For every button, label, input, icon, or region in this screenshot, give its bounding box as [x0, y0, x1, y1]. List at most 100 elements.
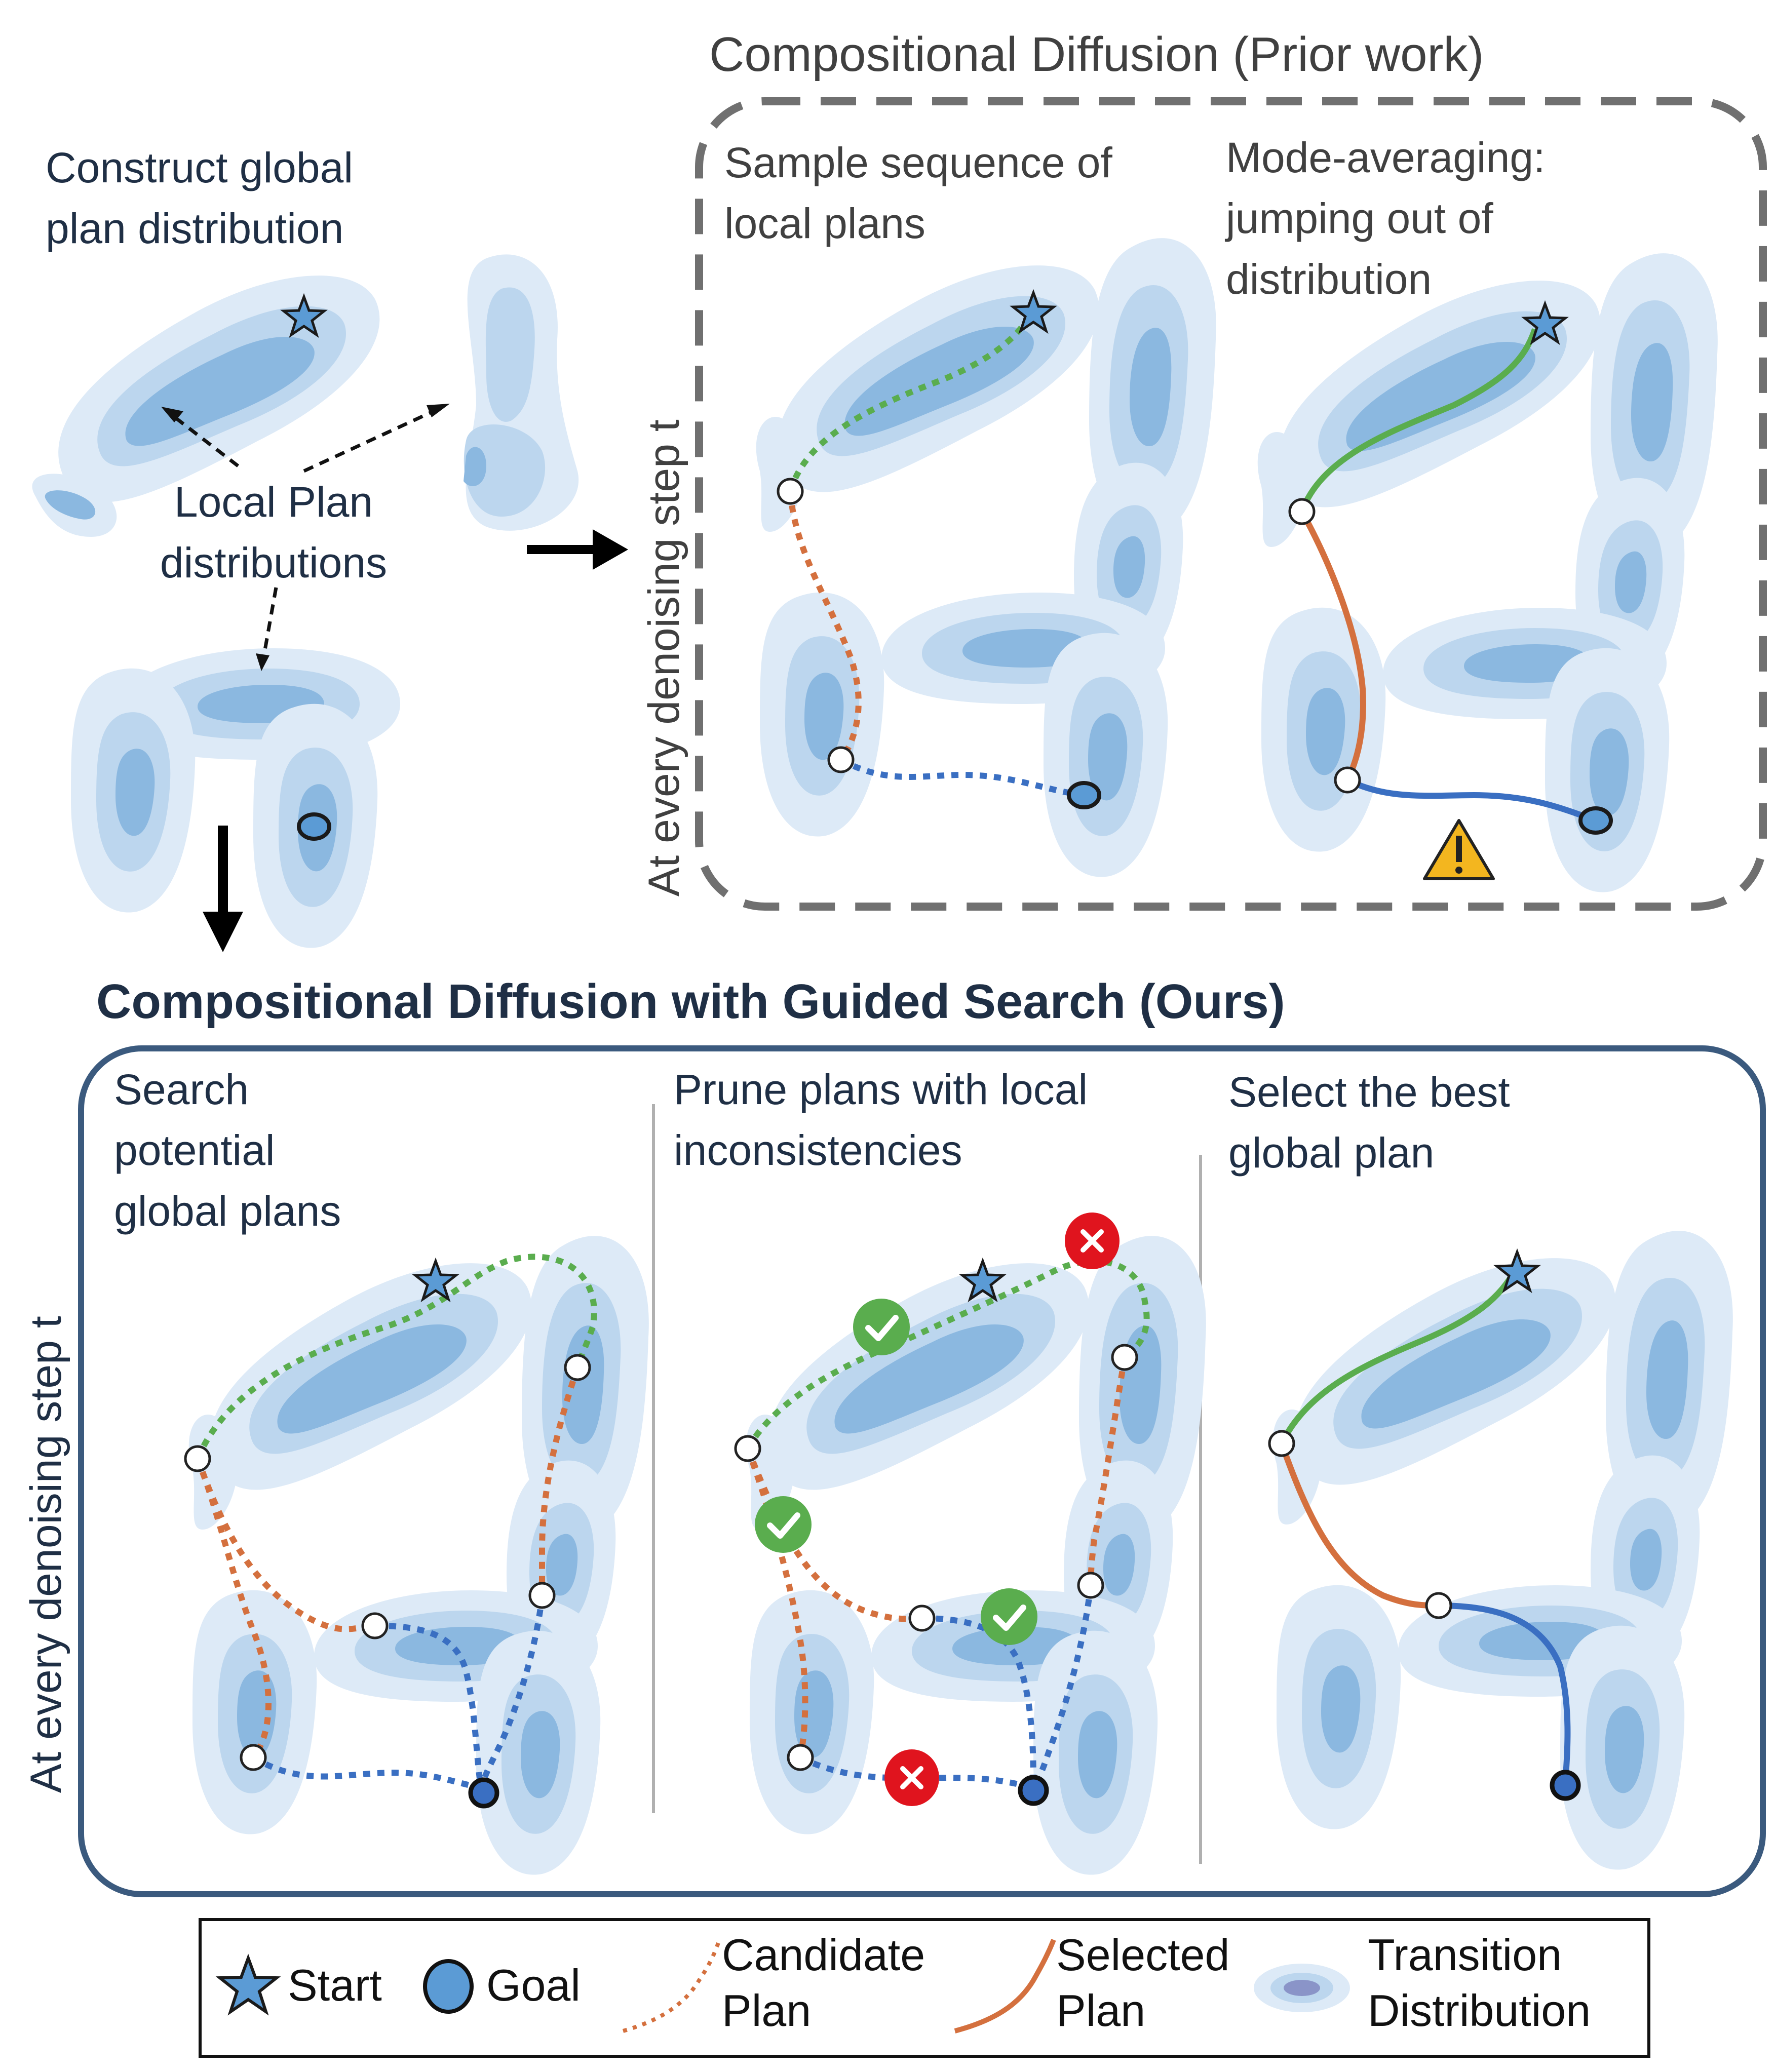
waypoint	[1077, 1572, 1104, 1599]
ours-panel2-line2: inconsistencies	[674, 1126, 962, 1174]
goal-circle-icon	[1578, 806, 1613, 835]
star-icon	[959, 1257, 1007, 1303]
selected-plan-orange	[1299, 510, 1366, 781]
prior-panel1-line2: local plans	[724, 200, 925, 247]
legend-start-label: Start	[288, 1960, 382, 2010]
construct-heading-1: Construct global	[46, 144, 353, 191]
waypoint	[1111, 1344, 1138, 1371]
candidate-plan-sample	[622, 1939, 721, 2033]
ours-panel3-line2: global plan	[1228, 1129, 1434, 1177]
candidate-plan-green	[195, 1254, 597, 1460]
candidate-plan-orange	[787, 491, 862, 762]
goal-circle-icon	[1018, 1775, 1049, 1806]
prior-side-label: At every denoising step t	[640, 419, 688, 896]
check-icon	[981, 1588, 1037, 1645]
candidate-plan-blue	[1030, 1585, 1094, 1790]
waypoint	[361, 1612, 389, 1639]
ours-frame	[78, 1045, 1766, 1897]
cross-icon	[1065, 1213, 1120, 1269]
star-icon	[280, 293, 328, 338]
candidate-plan-green	[745, 1258, 1150, 1451]
ours-map-search	[184, 1236, 649, 1874]
callout-label-1: Local Plan	[174, 478, 373, 526]
selected-plan-orange	[1279, 1442, 1439, 1609]
ours-panel: Compositional Diffusion with Guided Sear…	[22, 974, 1766, 1897]
star-icon	[1010, 289, 1057, 334]
prior-work-panel: Compositional Diffusion (Prior work) At …	[640, 27, 1767, 911]
waypoint	[184, 1445, 211, 1472]
waypoint	[564, 1354, 591, 1381]
prior-map-1	[756, 238, 1216, 877]
candidate-plan-blue	[251, 1754, 482, 1791]
goal-circle-icon	[1067, 781, 1101, 809]
cross-icon	[884, 1749, 939, 1806]
goal-circle-icon	[297, 812, 331, 841]
check-icon	[853, 1299, 910, 1355]
candidate-plan-orange	[745, 1447, 808, 1758]
waypoint	[240, 1744, 267, 1771]
prior-panel2-line3: distribution	[1226, 255, 1432, 303]
arrow-down-icon	[203, 826, 243, 952]
star-icon	[1521, 300, 1569, 345]
ours-panel1-line1: Search	[114, 1066, 249, 1113]
prior-panel2-line1: Mode-averaging:	[1226, 134, 1545, 181]
candidate-plan-orange	[1088, 1357, 1128, 1586]
local-distribution-bottom	[71, 648, 400, 948]
construct-heading-2: plan distribution	[46, 205, 343, 252]
candidate-plan-blue	[921, 1615, 1036, 1788]
waypoint	[528, 1582, 556, 1609]
construct-panel: Construct global plan distribution	[32, 144, 628, 952]
goal-circle-icon	[423, 1959, 474, 2014]
star-icon	[1493, 1248, 1541, 1294]
candidate-plan-blue	[478, 1595, 545, 1789]
ours-title: Compositional Diffusion with Guided Sear…	[96, 974, 1285, 1029]
waypoint	[1268, 1430, 1295, 1457]
legend-selected-line1: Selected	[1056, 1930, 1229, 1980]
callout-arrows	[171, 408, 437, 659]
prior-title: Compositional Diffusion (Prior work)	[709, 27, 1484, 82]
waypoint	[827, 746, 855, 773]
local-distribution-tall	[464, 254, 579, 531]
prior-panel2-line2: jumping out of	[1224, 194, 1493, 242]
waypoint	[734, 1435, 761, 1462]
star-icon	[412, 1257, 459, 1303]
candidate-plan-orange	[195, 1457, 375, 1632]
legend-candidate-line1: Candidate	[722, 1930, 925, 1980]
ours-map-prune	[734, 1213, 1206, 1875]
legend-transition-line1: Transition	[1368, 1930, 1562, 1980]
selected-plan-blue	[1346, 777, 1597, 824]
warning-icon	[1423, 819, 1495, 880]
prior-panel1-line1: Sample sequence of	[724, 139, 1113, 186]
candidate-plan-green	[787, 307, 1036, 492]
ours-panel1-line2: potential	[114, 1126, 275, 1174]
waypoint	[1334, 766, 1361, 794]
goal-circle-icon	[468, 1777, 499, 1809]
candidate-plan-blue	[799, 1754, 1034, 1791]
candidate-plan-blue	[839, 757, 1085, 798]
legend: Start Goal Candidate Plan Selected Plan …	[199, 1918, 1650, 2058]
ours-map-select	[1268, 1231, 1733, 1869]
check-icon	[755, 1496, 812, 1553]
callout-label-2: distributions	[160, 539, 387, 587]
ours-panel1-line3: global plans	[114, 1187, 341, 1235]
waypoint	[1288, 498, 1316, 525]
goal-circle-icon	[1550, 1770, 1581, 1801]
legend-selected-line2: Plan	[1056, 1985, 1145, 2036]
selected-plan-sample	[954, 1939, 1056, 2034]
transition-distribution-icon	[1254, 1964, 1350, 2012]
prior-map-2	[1258, 253, 1718, 892]
local-distribution-arm	[32, 276, 380, 537]
ours-panel3-line1: Select the best	[1228, 1068, 1510, 1116]
legend-candidate-line2: Plan	[722, 1985, 811, 2036]
selected-plan-blue	[1438, 1602, 1571, 1783]
selected-plan-green	[1299, 328, 1538, 513]
star-icon	[215, 1953, 281, 2016]
waypoint	[777, 478, 804, 505]
waypoint	[787, 1744, 814, 1771]
callout-arrowheads	[161, 404, 450, 671]
selected-plan-green	[1279, 1269, 1518, 1445]
ours-panel2-line1: Prune plans with local	[674, 1066, 1088, 1113]
waypoint	[1425, 1592, 1452, 1619]
legend-transition-line2: Distribution	[1368, 1985, 1591, 2036]
waypoint	[908, 1605, 936, 1632]
